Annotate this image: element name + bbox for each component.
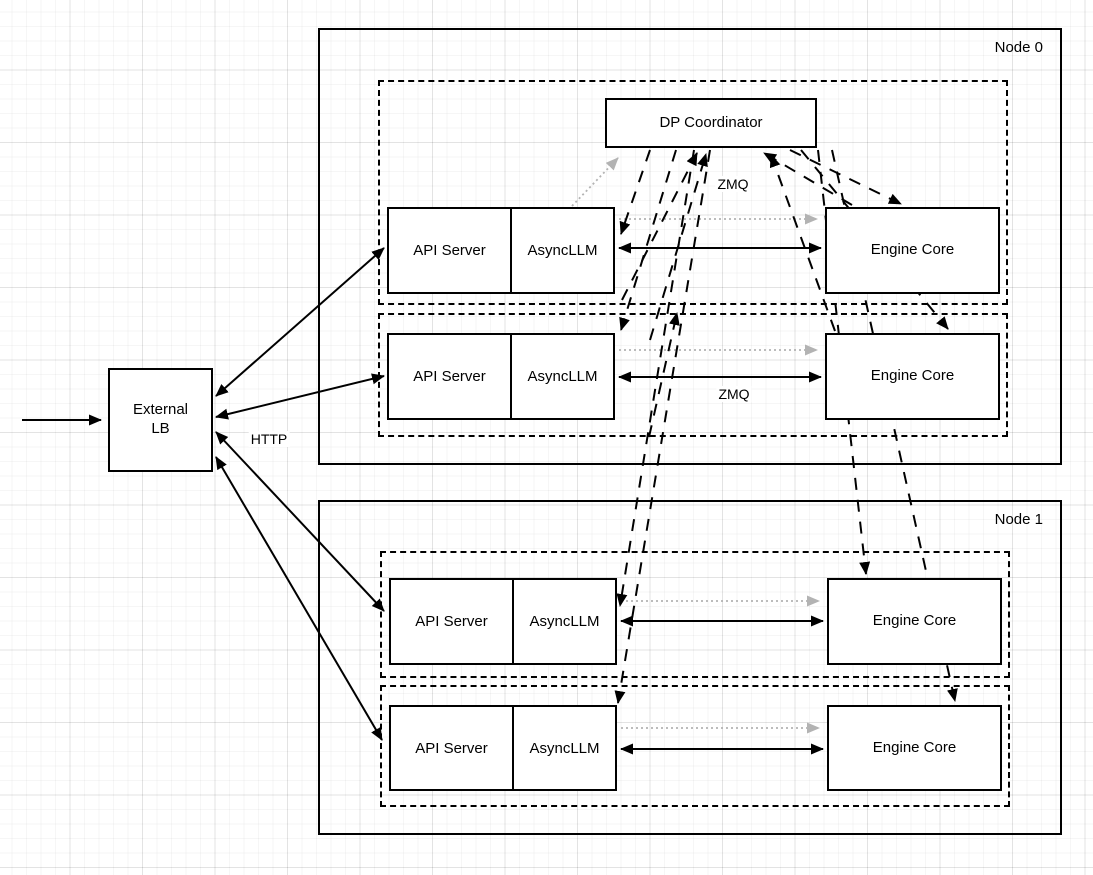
api-server-1: API Server [389, 209, 512, 292]
edge-dashed-coord-llm3 [616, 149, 695, 607]
edge-lb-api2 [215, 373, 385, 420]
server-box-4: API Server AsyncLLM [389, 705, 617, 791]
api-server-3: API Server [391, 580, 514, 663]
server-box-2: API Server AsyncLLM [387, 333, 615, 420]
edge-dashed-coord-llm1 [619, 149, 651, 235]
edge-dotted-llm1-coordinator [571, 157, 619, 207]
replica-group-1 [378, 80, 1008, 305]
edge-dashed-up-coord-b [649, 153, 708, 341]
edge-dashed-coord-llm2 [619, 149, 677, 331]
server-box-1: API Server AsyncLLM [387, 207, 615, 294]
edge-lb-api3 [215, 431, 385, 612]
asyncllm-3: AsyncLLM [514, 580, 615, 663]
http-label: HTTP [248, 431, 290, 447]
edge-dashed-coord-llm4 [614, 149, 711, 704]
edge-dashed-up-coord-a [621, 152, 698, 301]
engine-core-3: Engine Core [827, 578, 1002, 665]
server-box-3: API Server AsyncLLM [389, 578, 617, 665]
asyncllm-1: AsyncLLM [512, 209, 613, 292]
api-server-4: API Server [391, 707, 514, 789]
edge-lb-api1 [215, 247, 385, 397]
api-server-2: API Server [389, 335, 512, 418]
edge-lb-api4 [215, 456, 383, 741]
replica-group-4 [380, 685, 1010, 807]
node0-label: Node 0 [994, 39, 1043, 56]
node1-label: Node 1 [994, 511, 1043, 528]
dp-coordinator-box: DP Coordinator [605, 98, 817, 148]
node0-frame: Node 0 [318, 28, 1062, 465]
asyncllm-4: AsyncLLM [514, 707, 615, 789]
engine-core-4: Engine Core [827, 705, 1002, 791]
edge-dashed-engine2-coord [769, 154, 836, 332]
engine-core-2: Engine Core [825, 333, 1000, 420]
zmq-label-coordinator: ZMQ [715, 176, 751, 192]
zmq-label-row2: ZMQ [716, 386, 752, 402]
engine-core-1: Engine Core [825, 207, 1000, 294]
external-lb-box: External LB [108, 368, 213, 472]
edge-dashed-engine1-coord [763, 152, 853, 206]
asyncllm-2: AsyncLLM [512, 335, 613, 418]
